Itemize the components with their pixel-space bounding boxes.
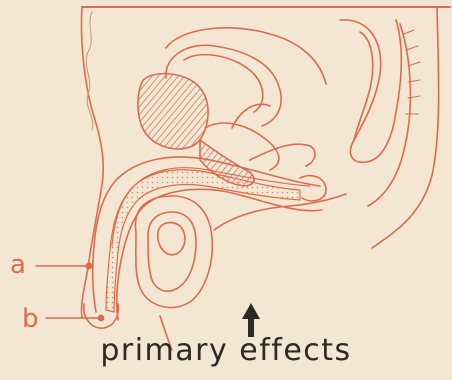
vas-deferens [232, 104, 315, 166]
rectal-wall [368, 24, 410, 206]
up-arrow-icon [242, 303, 260, 337]
leader-dot-a [86, 263, 91, 268]
label-a: a [10, 252, 26, 278]
rectal-stripes [404, 30, 420, 114]
rectum [340, 20, 401, 162]
label-b: b [22, 306, 39, 332]
epididymis [158, 223, 185, 255]
testis [148, 212, 196, 291]
urethral-bulb [300, 176, 326, 201]
upper-viscera [166, 28, 326, 84]
caption: primary effects [0, 336, 452, 366]
pubic-hair [86, 12, 93, 130]
bladder [138, 74, 208, 149]
perineum-contour [214, 194, 346, 230]
leader-dot-b [98, 315, 103, 320]
corpus-spongiosum [106, 170, 300, 312]
penis-lower-outline [117, 189, 322, 320]
